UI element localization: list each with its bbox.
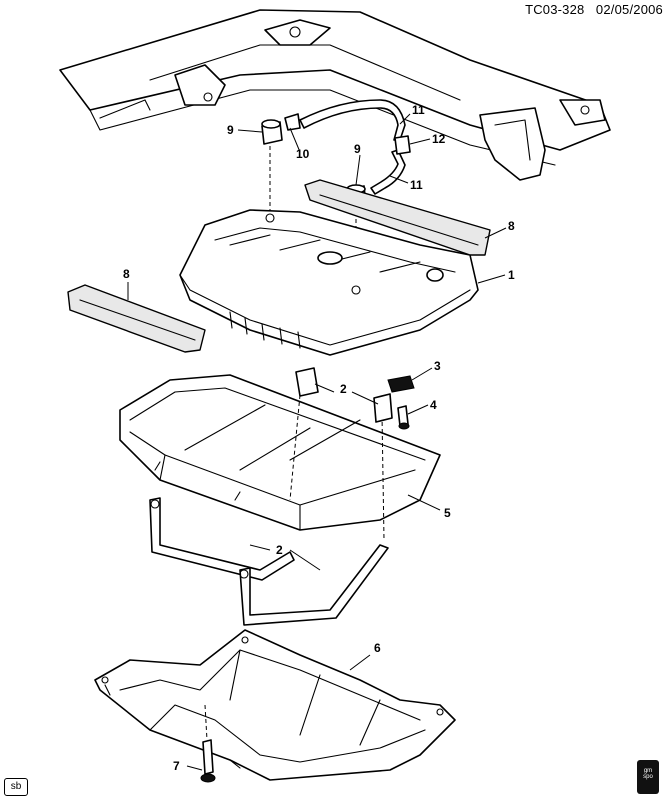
skid-bolt-guide-line	[204, 704, 208, 741]
logo-line-1: gm	[643, 768, 653, 774]
callout-10: 10	[296, 147, 310, 161]
callout-3: 3	[434, 359, 441, 373]
strap-bracket-right	[373, 393, 393, 423]
callout-8-right: 8	[508, 219, 515, 233]
fuel-tank	[179, 209, 479, 356]
tank-insulator-strip-left	[67, 284, 206, 353]
callout-9-right: 9	[354, 142, 361, 156]
footer-tag: sb	[4, 778, 28, 796]
callout-7: 7	[173, 759, 180, 773]
logo-line-2: spo	[643, 774, 653, 780]
fuel-sender-assembly-left	[261, 119, 283, 145]
skid-plate	[94, 629, 456, 781]
diagram-reference-header: TC03-328 02/05/2006	[525, 2, 663, 17]
callout-labels: 1 2 2 3 4 5 6 7 8 8 9 9 10 11 11 12	[123, 103, 515, 773]
callout-2-upper: 2	[340, 382, 347, 396]
callout-6: 6	[374, 641, 381, 655]
fuel-tank-shield-tray	[119, 374, 441, 531]
strap-bolt	[397, 405, 410, 430]
callout-9-left: 9	[227, 123, 234, 137]
callout-12: 12	[432, 132, 446, 146]
gm-spo-logo: gm spo	[637, 760, 659, 794]
diagram-code: TC03-328	[525, 2, 585, 17]
callout-2-lower: 2	[276, 543, 283, 557]
tank-insulator-strip-right	[304, 179, 491, 256]
frame-crossmember	[59, 9, 611, 181]
callout-leaders	[127, 113, 507, 771]
callout-5: 5	[444, 506, 451, 520]
tank-strap-rear	[239, 544, 389, 626]
strap-retainer-clip	[387, 375, 415, 393]
callout-1: 1	[508, 268, 515, 282]
callout-11-lower: 11	[410, 178, 423, 192]
callout-8-left: 8	[123, 267, 130, 281]
strap-bracket-left	[295, 367, 319, 397]
tank-strap-front	[149, 497, 295, 581]
skid-plate-bolt	[200, 739, 216, 783]
strap-guide-line-left	[289, 394, 301, 501]
callout-11-upper: 11	[412, 103, 425, 117]
diagram-date: 02/05/2006	[595, 2, 663, 17]
vent-hoses	[284, 99, 411, 195]
callout-4: 4	[430, 398, 437, 412]
